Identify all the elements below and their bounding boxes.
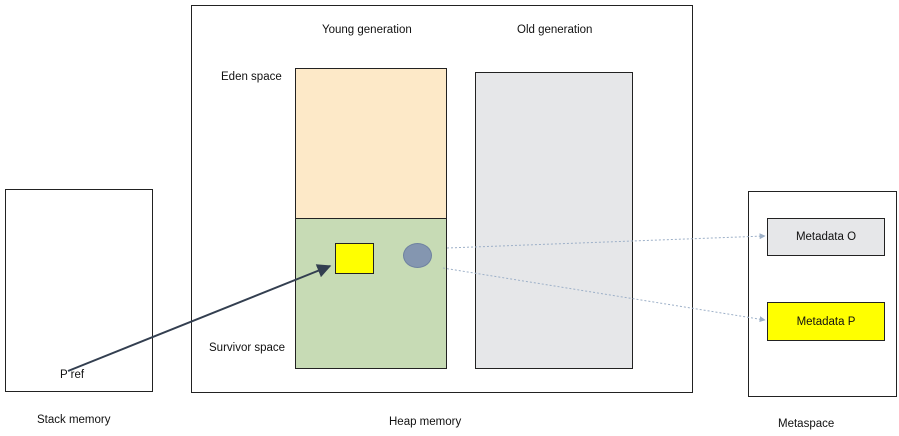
metadata-o-label: Metadata O [795,231,857,243]
heap-memory-box [191,5,693,393]
object-p [335,243,374,274]
stack-memory-label: Stack memory [37,414,111,426]
eden-space-region [295,68,447,219]
metaspace-label: Metaspace [778,418,835,430]
young-generation-label: Young generation [322,24,412,36]
heap-memory-label: Heap memory [389,416,462,428]
survivor-space-region [295,218,447,369]
old-generation-region [475,72,633,369]
metadata-p-label: Metadata P [796,315,856,328]
eden-space-label: Eden space [221,71,282,83]
metadata-o-box: Metadata O [767,218,885,256]
object-o [403,243,432,268]
stack-memory-box [5,189,153,392]
survivor-space-label: Survivor space [209,342,286,354]
old-generation-label: Old generation [517,24,593,36]
p-ref-label: P ref [60,369,85,381]
metadata-p-box: Metadata P [767,302,885,341]
